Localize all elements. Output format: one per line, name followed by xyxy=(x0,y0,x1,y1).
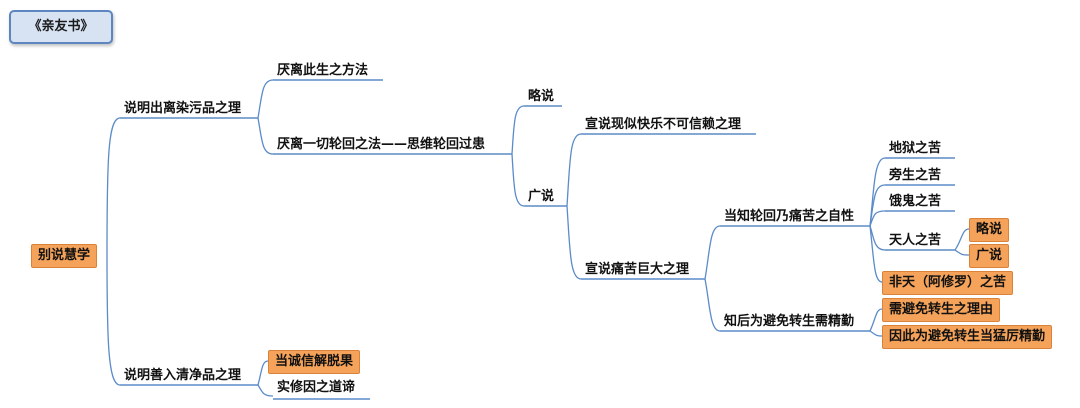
edge-a2b-a2b1 xyxy=(566,133,582,207)
node-a2b2a[interactable]: 当知轮回乃痛苦之自性 xyxy=(724,209,855,224)
node-root[interactable]: 别说慧学 xyxy=(31,244,98,268)
edge-a2b2-a2b2b xyxy=(704,278,721,332)
edge-realm-asura xyxy=(869,225,883,283)
edge-a2-a2b xyxy=(511,153,525,207)
node-b2[interactable]: 实修因之道谛 xyxy=(277,380,356,395)
edge-realm-hell xyxy=(869,157,886,227)
edge-avoid2 xyxy=(869,330,883,337)
node-b1[interactable]: 当诚信解脱果 xyxy=(268,350,361,374)
edge-god-detail xyxy=(954,249,970,256)
node-a2b1[interactable]: 宣说现似快乐不可信赖之理 xyxy=(585,117,742,132)
edge-root-a xyxy=(106,117,121,255)
edge-god-brief xyxy=(954,228,970,251)
edge-realm-ghost xyxy=(869,210,886,227)
node-asura[interactable]: 非天（阿修罗）之苦 xyxy=(882,271,1014,295)
node-a2b2[interactable]: 宣说痛苦巨大之理 xyxy=(585,262,690,277)
node-a2[interactable]: 厌离一切轮回之法——思维轮回过患 xyxy=(277,137,486,152)
edge-a2b-a2b2 xyxy=(566,205,582,280)
node-hell[interactable]: 地狱之苦 xyxy=(889,141,942,156)
node-avoid2[interactable]: 因此为避免转生当猛厉精勤 xyxy=(882,325,1053,349)
edge-a-a2 xyxy=(257,117,274,155)
node-god-detail[interactable]: 广说 xyxy=(969,244,1010,268)
edge-b-b1 xyxy=(257,360,269,386)
node-ghost[interactable]: 饿鬼之苦 xyxy=(889,194,942,209)
edge-a-a1 xyxy=(257,79,274,119)
node-god-brief[interactable]: 略说 xyxy=(969,218,1010,242)
node-a[interactable]: 说明出离染污品之理 xyxy=(124,101,242,116)
node-animal[interactable]: 旁生之苦 xyxy=(889,168,942,183)
node-a2b2b[interactable]: 知后为避免转生需精勤 xyxy=(724,314,855,329)
node-avoid1[interactable]: 需避免转生之理由 xyxy=(882,298,1001,322)
edge-a2-a2a xyxy=(511,105,525,155)
edge-realm-animal xyxy=(869,184,886,227)
node-a1[interactable]: 厌离此生之方法 xyxy=(277,63,369,78)
node-a2a[interactable]: 略说 xyxy=(528,89,555,104)
edge-b-b2 xyxy=(257,384,274,397)
node-god[interactable]: 天人之苦 xyxy=(889,233,942,248)
edge-a2b2-a2b2a xyxy=(704,225,721,280)
node-a2b[interactable]: 广说 xyxy=(528,189,555,204)
edge-root-b xyxy=(106,253,121,386)
edge-avoid1 xyxy=(869,308,883,332)
node-b[interactable]: 说明善入清净品之理 xyxy=(124,368,242,383)
title-box: 《亲友书》 xyxy=(9,10,113,44)
